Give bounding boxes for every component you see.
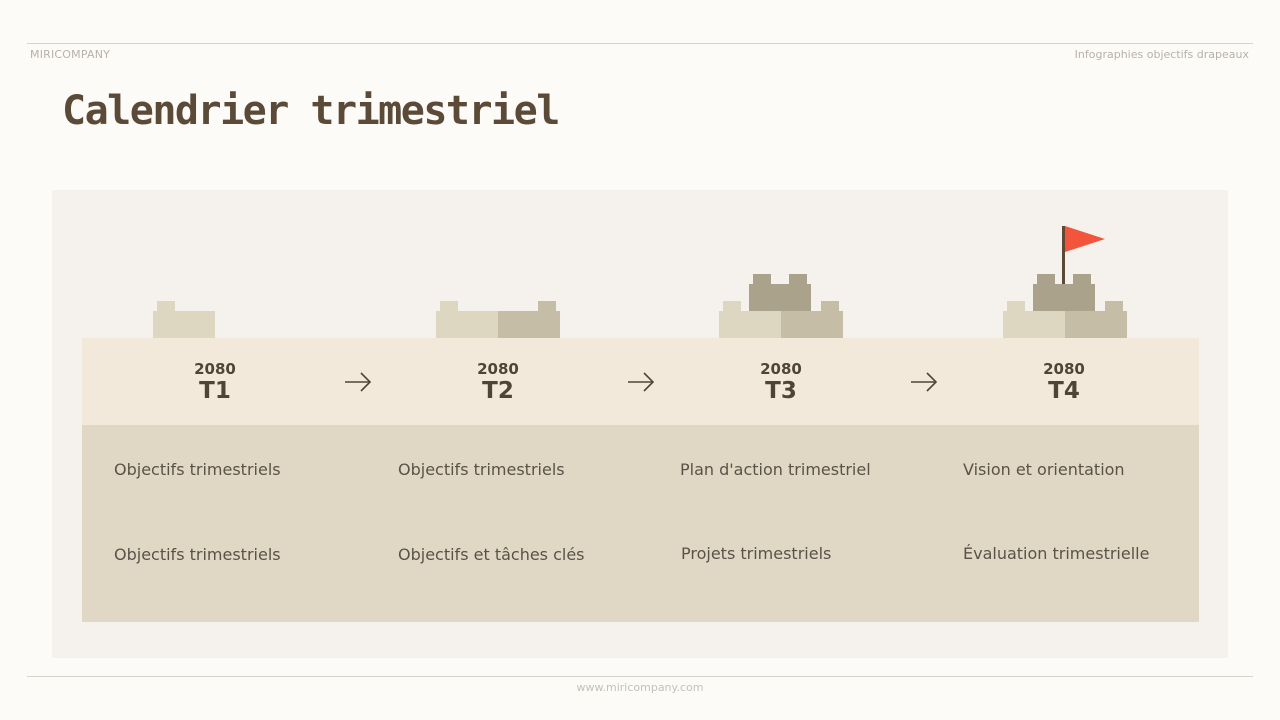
- flag-icon: [1065, 226, 1105, 252]
- quarter-year: 2080: [194, 360, 236, 378]
- footer-url: www.miricompany.com: [576, 681, 704, 694]
- quarter-header-t1: 2080 T1: [115, 360, 315, 404]
- quarter-year: 2080: [1043, 360, 1085, 378]
- quarter-item: Projets trimestriels: [681, 544, 832, 563]
- quarter-content-band: [82, 425, 1199, 622]
- top-divider: [27, 43, 1253, 44]
- quarter-item: Objectifs trimestriels: [114, 460, 281, 479]
- quarter-header-t2: 2080 T2: [398, 360, 598, 404]
- quarter-item: Évaluation trimestrielle: [963, 544, 1150, 563]
- quarter-item: Vision et orientation: [963, 460, 1125, 479]
- page-title: Calendrier trimestriel: [62, 88, 560, 134]
- arrow-right-icon: [628, 372, 655, 392]
- arrow-right-icon: [345, 372, 372, 392]
- quarter-item: Objectifs trimestriels: [398, 460, 565, 479]
- arrow-right-icon: [911, 372, 938, 392]
- quarter-year: 2080: [477, 360, 519, 378]
- quarter-year: 2080: [760, 360, 802, 378]
- quarter-label: T3: [765, 378, 797, 404]
- quarter-item: Plan d'action trimestriel: [680, 460, 871, 479]
- quarter-label: T4: [1048, 378, 1080, 404]
- quarter-header-t4: 2080 T4: [964, 360, 1164, 404]
- quarter-item: Objectifs et tâches clés: [398, 545, 585, 564]
- quarter-label: T2: [482, 378, 514, 404]
- quarter-header-t3: 2080 T3: [681, 360, 881, 404]
- quarter-item: Objectifs trimestriels: [114, 545, 281, 564]
- quarter-label: T1: [199, 378, 231, 404]
- bottom-divider: [27, 676, 1253, 677]
- brand-name: MIRICOMPANY: [30, 48, 111, 61]
- flagpole: [1062, 226, 1065, 284]
- presentation-subtitle: Infographies objectifs drapeaux: [1074, 48, 1249, 61]
